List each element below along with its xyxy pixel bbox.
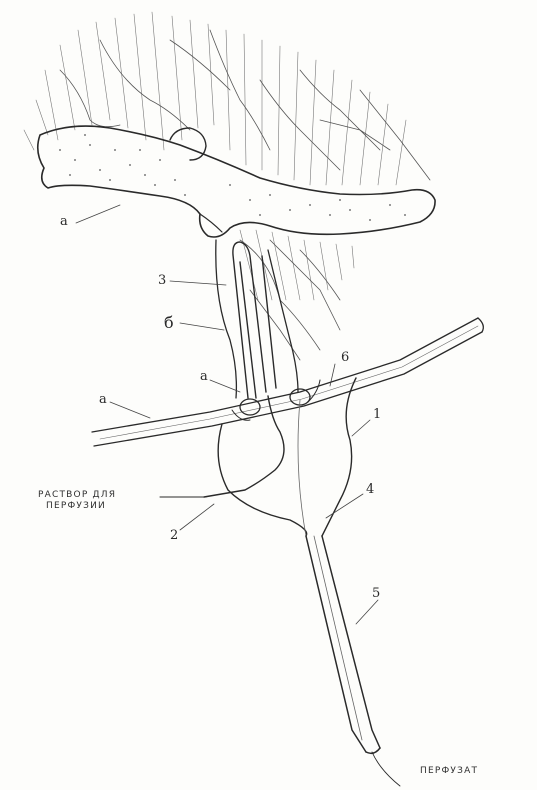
label-6: 6 xyxy=(341,351,349,364)
label-5: 5 xyxy=(372,587,380,600)
mesentery-hatching xyxy=(24,12,406,300)
label-1: 1 xyxy=(373,408,381,421)
inflow-caption-line1: РАСТВОР ДЛЯ xyxy=(38,490,116,501)
horizontal-vessel xyxy=(92,318,483,446)
intestine-loop xyxy=(38,126,435,237)
inflow-caption-line2: ПЕРФУЗИИ xyxy=(38,501,116,512)
label-3: 3 xyxy=(158,274,166,287)
label-a-vessel-mid: a xyxy=(200,370,208,383)
inflow-caption: РАСТВОР ДЛЯ ПЕРФУЗИИ xyxy=(38,490,116,512)
cannula xyxy=(204,242,284,497)
label-4: 4 xyxy=(366,483,374,496)
leader-lines xyxy=(76,205,378,624)
outflow-tube xyxy=(306,536,400,786)
label-a-intestine: a xyxy=(60,215,68,228)
mesentery-vessels xyxy=(60,30,430,360)
label-a-vessel-left: a xyxy=(99,393,107,406)
label-b: б xyxy=(164,315,174,331)
label-2: 2 xyxy=(170,529,178,542)
outflow-caption: ПЕРФУЗАТ xyxy=(420,766,478,777)
